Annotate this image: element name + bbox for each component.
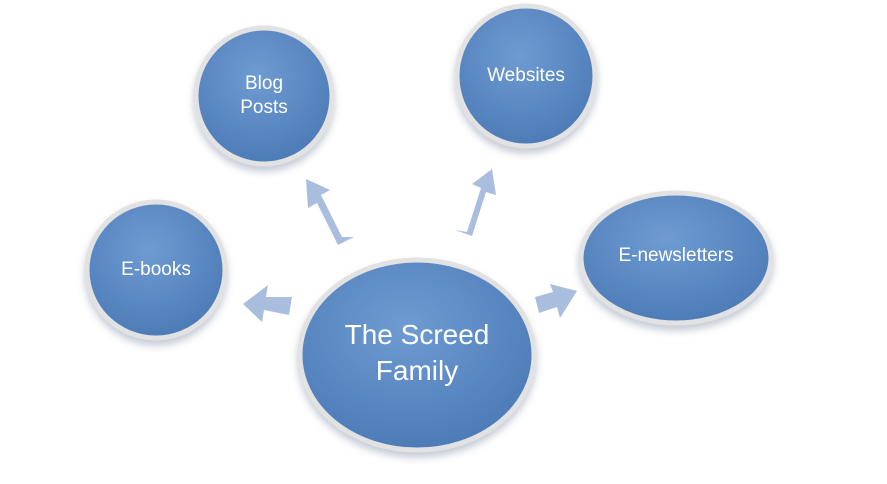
ebooks-label: E-books xyxy=(121,259,191,280)
websites-node xyxy=(454,3,598,149)
websites-label: Websites xyxy=(487,65,565,86)
arrow-to-ebooks xyxy=(243,285,292,322)
blog-posts-label: Blog Posts xyxy=(240,73,288,118)
arrow-to-blog xyxy=(306,179,354,245)
enewsletters-label: E-newsletters xyxy=(618,245,734,266)
center-label: The Screed Family xyxy=(344,319,490,386)
arrow-to-websites xyxy=(455,169,496,236)
blog-posts-node xyxy=(193,25,335,167)
enewsletters-node xyxy=(578,190,774,326)
center-node xyxy=(297,257,537,453)
ebooks-node xyxy=(84,199,228,341)
arrow-to-enewsletters xyxy=(535,284,577,318)
